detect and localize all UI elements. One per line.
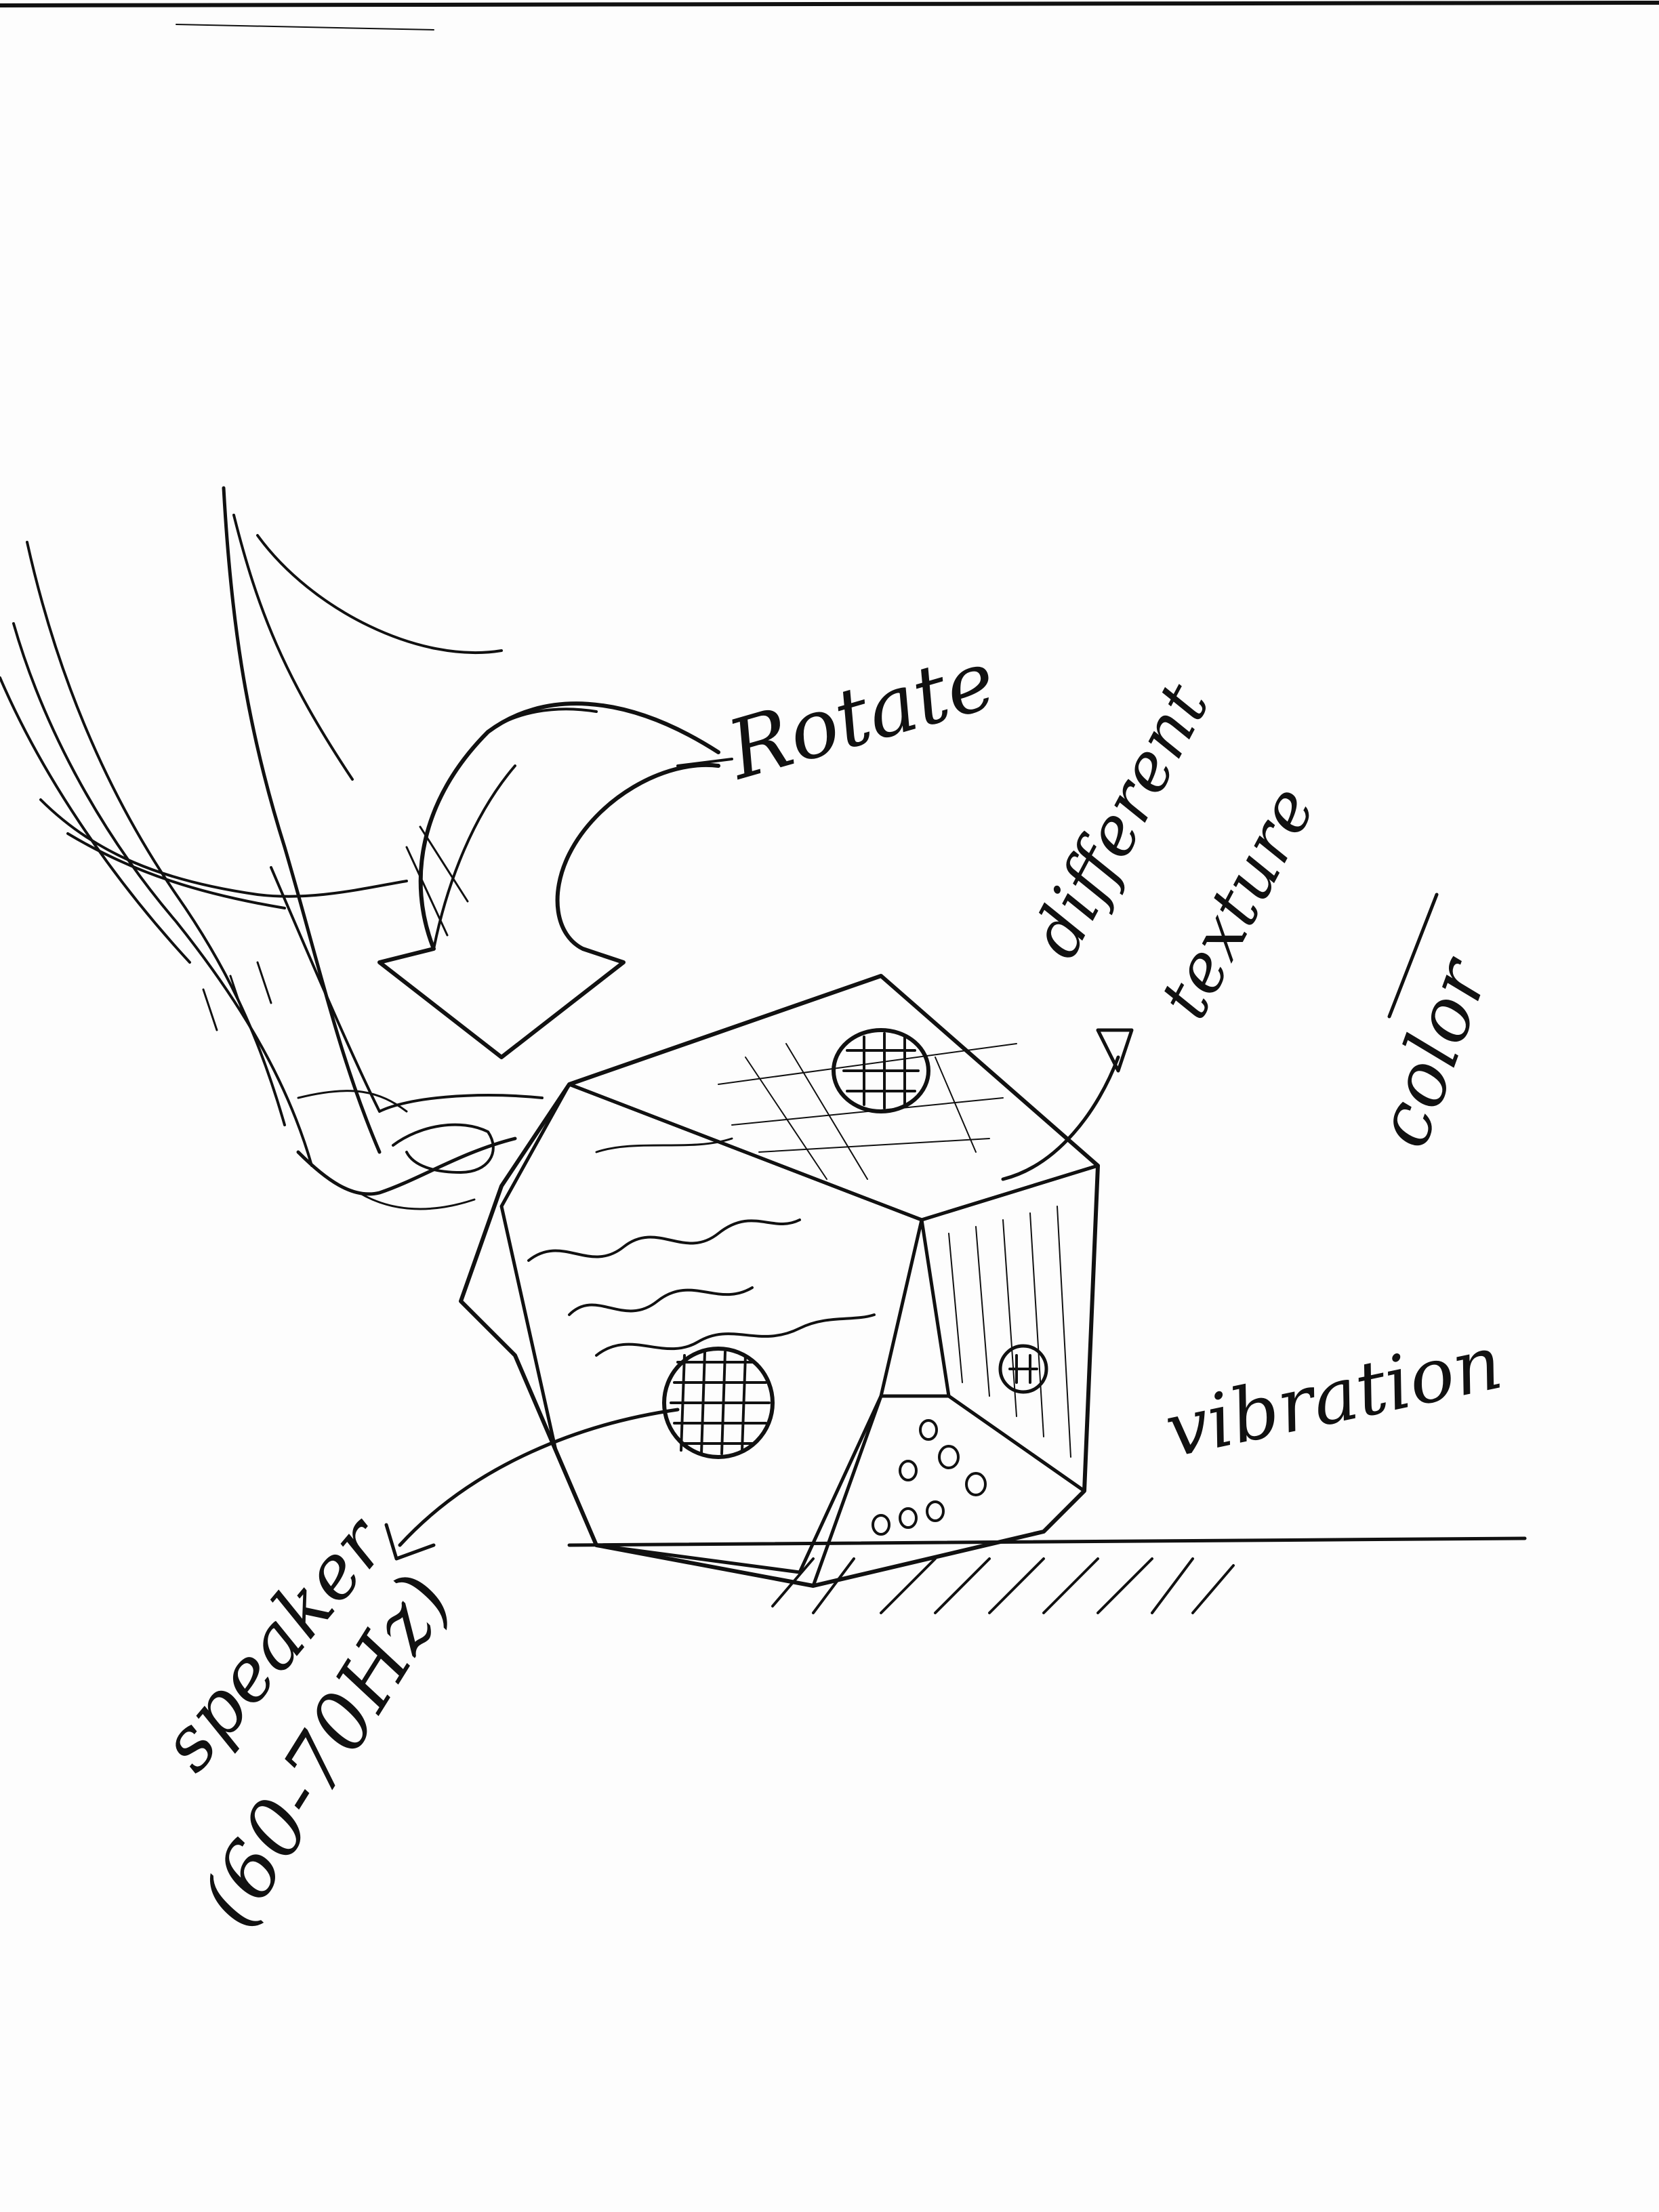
- rotate-label: Rotate: [717, 633, 1006, 799]
- hand-drawing: [0, 486, 544, 1210]
- vibration-label: vibration: [1158, 1319, 1509, 1475]
- texture-label-line2: texture: [1144, 774, 1331, 1031]
- dodecahedron-device: [459, 974, 1100, 1588]
- speaker-arrow: [384, 1408, 680, 1561]
- color-label: color: [1358, 945, 1507, 1158]
- texture-arrow: [1001, 1028, 1134, 1181]
- rotate-arrow: [377, 701, 733, 1059]
- ground-vibration-hatching: [567, 1536, 1527, 1614]
- texture-color-slash: [1387, 893, 1439, 1019]
- paper-top-edge: [0, 1, 1659, 30]
